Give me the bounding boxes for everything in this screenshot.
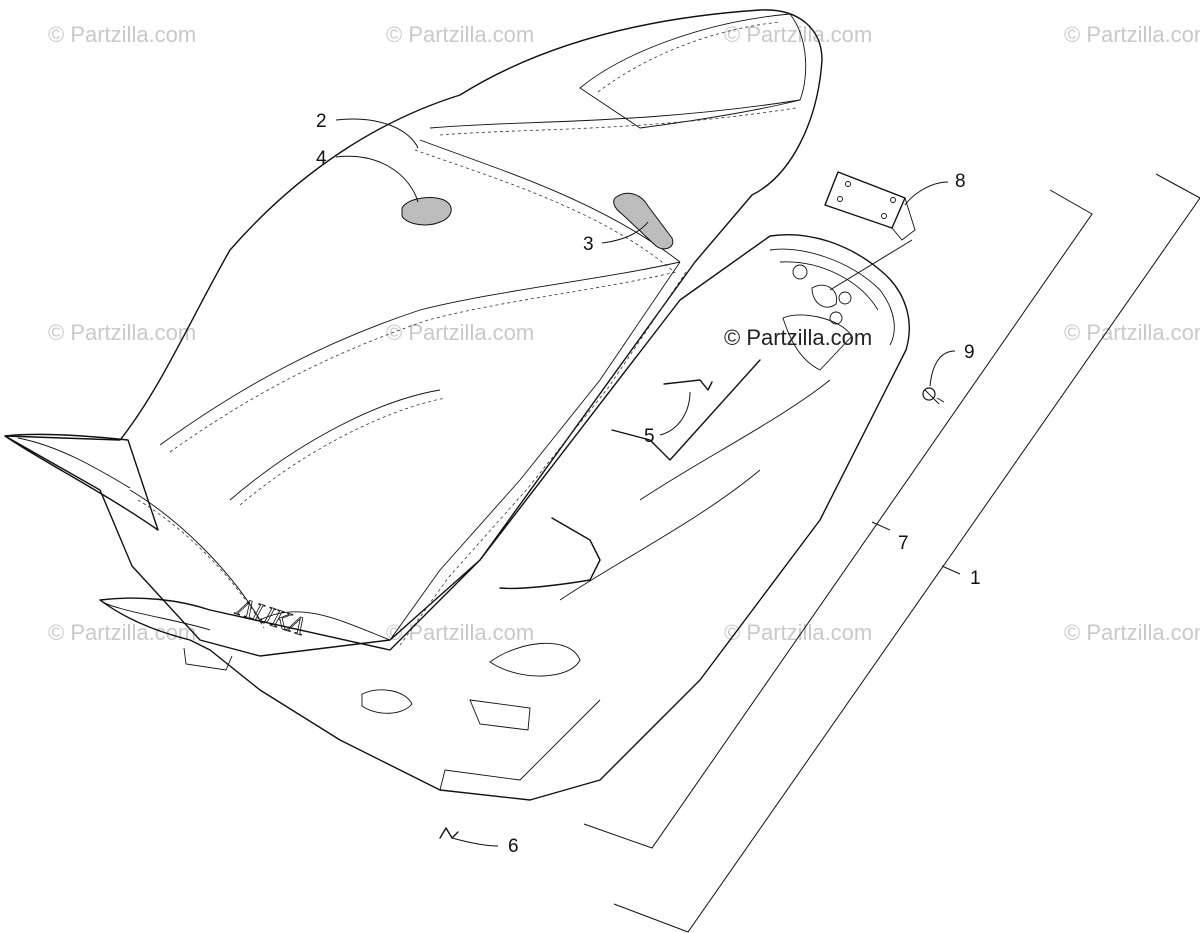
watermark-layer: © Partzilla.com © Partzilla.com © Partzi…: [48, 22, 1200, 645]
watermark: © Partzilla.com: [48, 620, 196, 645]
base-pocket: [489, 642, 581, 677]
leader-4: [335, 155, 419, 203]
stitch-line: [397, 271, 687, 649]
mount-hole: [838, 291, 852, 305]
callout-4: 4: [316, 148, 327, 169]
leader-8: [904, 181, 949, 206]
leader-5: [659, 391, 691, 436]
callout-1: 1: [970, 568, 981, 589]
base-contour: [439, 699, 601, 791]
callout-5: 5: [644, 426, 655, 447]
watermark: © Partzilla.com: [1064, 320, 1200, 345]
callout-9: 9: [964, 342, 975, 363]
bracket-hole: [845, 181, 851, 187]
tail-edge: [17, 437, 131, 489]
small-parts: [439, 171, 945, 839]
hinge-bracket: [824, 171, 906, 229]
wire-clip: [663, 379, 713, 391]
leader-2: [335, 118, 419, 149]
seat-seam: [429, 99, 801, 129]
stitch-line: [137, 499, 265, 629]
bracket-hole: [890, 197, 896, 203]
leader-7: [871, 521, 891, 531]
bracket-hole: [837, 196, 843, 202]
base-contour: [639, 379, 831, 501]
callout-2: 2: [316, 111, 327, 132]
base-channel: [611, 359, 761, 461]
seat-outline: [4, 9, 823, 657]
callout-6: 6: [508, 836, 519, 857]
leader-1: [941, 565, 961, 575]
base-edge: [99, 599, 211, 631]
rear-panel-stitch: [579, 13, 807, 129]
stitch-line: [597, 21, 781, 93]
mount-hole: [792, 264, 808, 280]
foam-pad-3: [613, 192, 674, 250]
watermark: © Partzilla.com: [1064, 22, 1200, 47]
foam-pads: [401, 192, 674, 250]
watermark: © Partzilla.com: [386, 22, 534, 47]
leader-9: [929, 350, 956, 387]
base-boss: [811, 284, 838, 308]
stitch-line: [239, 397, 446, 506]
watermark: © Partzilla.com: [48, 22, 196, 47]
watermark: © Partzilla.com: [724, 620, 872, 645]
watermark: © Partzilla.com: [724, 22, 872, 47]
seat-logo: ΛIJKΛ: [231, 591, 309, 641]
seat-seam: [229, 389, 441, 501]
base-channel: [499, 517, 601, 590]
callout-labels: 2 4 3 8 9 5 7 1 6: [316, 111, 981, 857]
mount-hole: [829, 311, 843, 325]
foam-pad-4: [401, 197, 452, 226]
bracket-hole: [881, 213, 887, 219]
callout-3: 3: [583, 234, 594, 255]
seat-edge: [389, 261, 681, 641]
seat-seam: [419, 139, 681, 263]
base-recess: [782, 314, 853, 371]
seat-side-seam: [129, 489, 391, 641]
bracket-flange: [891, 197, 916, 241]
watermark: © Partzilla.com: [386, 620, 534, 645]
base-pocket: [361, 689, 413, 714]
leader-6: [451, 837, 499, 847]
stitch-line: [169, 271, 677, 453]
base-tab: [183, 647, 233, 671]
watermark: © Partzilla.com: [48, 320, 196, 345]
watermark-center: © Partzilla.com: [724, 325, 872, 350]
seat-seam: [159, 261, 681, 446]
group-brackets: [583, 173, 1200, 933]
bracket-1: [613, 173, 1200, 933]
callout-8: 8: [955, 171, 966, 192]
leader-3: [601, 221, 649, 244]
leader-lines: [335, 118, 961, 847]
seat-tail: [4, 433, 159, 531]
seat-cover: [4, 9, 823, 657]
bracket-7: [583, 189, 1093, 849]
fastener-pin: [922, 387, 945, 405]
watermark: © Partzilla.com: [386, 320, 534, 345]
small-clip: [439, 827, 459, 839]
base-rim: [779, 261, 879, 311]
leader-8-b: [829, 239, 913, 291]
callout-7: 7: [898, 533, 909, 554]
stitch-line: [439, 107, 797, 136]
watermark: © Partzilla.com: [1064, 620, 1200, 645]
base-rim: [769, 248, 895, 346]
base-pocket: [469, 699, 531, 731]
seat-base-outline: [99, 233, 910, 801]
base-contour: [559, 469, 761, 601]
